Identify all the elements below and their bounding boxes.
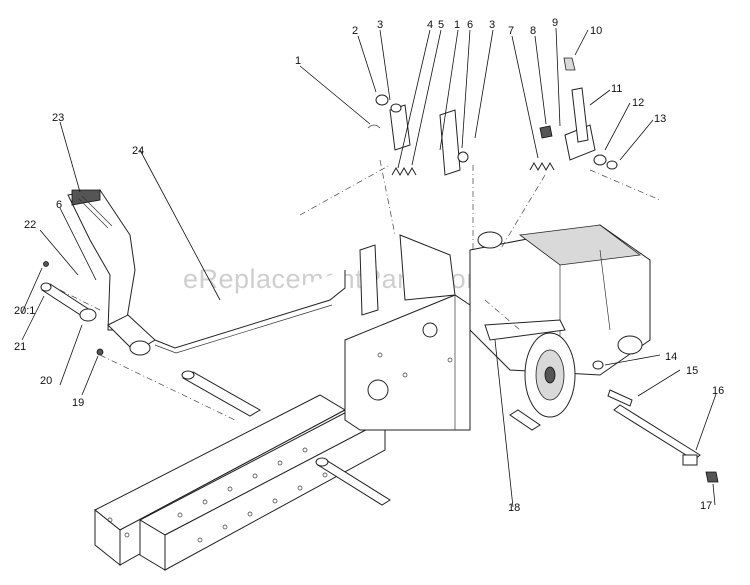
callout-5: 5 (438, 19, 444, 31)
callout-19: 19 (72, 397, 84, 409)
callout-20-1: 20:1 (14, 305, 35, 317)
callout-15: 15 (686, 365, 698, 377)
callout-11: 11 (611, 83, 622, 95)
callout-6: 6 (467, 19, 473, 31)
callout-12: 12 (632, 97, 644, 109)
brake-pedal (40, 189, 156, 356)
callout-17: 17 (700, 500, 712, 512)
callout-1: 1 (295, 55, 301, 67)
callout-3b: 3 (489, 19, 495, 31)
transaxle (469, 224, 651, 418)
callout-3: 3 (377, 19, 383, 31)
callout-8: 8 (530, 25, 536, 37)
callout-21: 21 (14, 341, 26, 353)
right-hardware (592, 360, 719, 483)
callout-9: 9 (552, 17, 558, 29)
callout-22: 22 (24, 219, 36, 231)
callout-1b: 1 (454, 19, 460, 31)
linkage-parts (367, 57, 618, 177)
mount-plate (344, 234, 471, 431)
callout-2: 2 (352, 25, 358, 37)
callout-14: 14 (665, 351, 677, 363)
callout-20: 20 (40, 375, 52, 387)
center-lines (59, 159, 661, 421)
callout-24: 24 (132, 145, 144, 157)
callout-7: 7 (508, 25, 514, 37)
frame-rails (94, 370, 541, 571)
leader-lines (21, 27, 717, 508)
callout-4: 4 (427, 19, 433, 31)
callout-23: 23 (52, 112, 64, 124)
callout-18: 18 (508, 502, 520, 514)
callout-6b: 6 (56, 199, 62, 211)
rod-24 (154, 270, 346, 354)
callout-16: 16 (712, 385, 724, 397)
callout-13: 13 (654, 113, 666, 125)
callout-10: 10 (590, 25, 602, 37)
callouts: 1 2 3 4 5 1 6 3 7 8 9 10 11 12 13 14 15 … (14, 17, 724, 514)
